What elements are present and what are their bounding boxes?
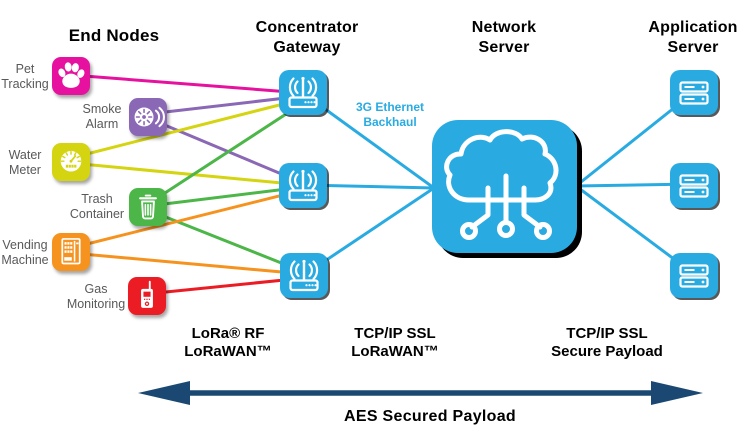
concentrator-gateway-header: Concentrator Gateway [255,19,359,56]
gas-monitoring-label: Gas Monitoring [66,282,126,311]
paw-icon [58,62,85,88]
gas-monitoring-node [128,277,166,315]
gas-monitor-icon [141,280,153,308]
smoke-alarm-label: Smoke Alarm [82,102,122,131]
trash-icon [139,194,157,220]
pet-tracking-label: Pet Tracking [1,62,49,91]
lora-protocol-label: LoRa® RF LoRaWAN™ [184,325,272,360]
application-server-2 [670,163,718,208]
link-gas-monitoring-gateway-3 [145,276,305,296]
network-server-node [432,120,577,253]
server-icon [679,174,709,198]
vending-machine-label: Vending Machine [1,238,49,267]
smoke-alarm-node [129,98,167,136]
tcp-lorawan-protocol-label: TCP/IP SSL LoRaWAN™ [351,325,439,360]
pet-tracking-node [52,57,90,95]
gateway-2 [279,163,327,208]
application-server-3 [670,253,718,298]
link-vending-machine-gateway-2 [70,188,304,250]
vending-machine-icon [61,238,81,265]
router-icon [289,259,319,292]
link-water-meter-gateway-1 [70,97,304,160]
application-server-1 [670,70,718,115]
end-nodes-header: End Nodes [68,26,160,45]
trash-container-node [129,188,167,226]
trash-container-label: Trash Container [69,192,125,221]
link-trash-container-gateway-2 [147,185,304,208]
link-trash-container-gateway-1 [147,101,304,206]
link-smoke-alarm-gateway-1 [147,94,304,116]
water-meter-node [52,143,90,181]
gateway-3 [280,253,328,298]
smoke-alarm-icon [134,106,165,128]
router-icon [288,76,318,109]
link-water-meter-gateway-2 [70,161,304,187]
router-icon [288,169,318,202]
aes-double-arrow [138,381,703,405]
link-pet-tracking-gateway-1 [70,73,304,95]
water-meter-label: Water Meter [8,148,42,177]
link-vending-machine-gateway-3 [70,251,305,276]
server-icon [679,264,709,288]
tcp-secure-protocol-label: TCP/IP SSL Secure Payload [551,325,663,360]
aes-secured-payload-label: AES Secured Payload [344,408,516,425]
server-icon [679,81,709,105]
link-smoke-alarm-gateway-2 [147,116,304,185]
gateway-1 [279,70,327,115]
water-meter-icon [60,150,82,172]
cloud-network-icon [444,129,559,240]
backhaul-label: 3G Ethernet Backhaul [355,100,424,129]
vending-machine-node [52,233,90,271]
link-trash-container-gateway-3 [147,208,305,274]
application-server-header: Application Server [648,19,738,56]
network-server-header: Network Server [471,19,537,56]
